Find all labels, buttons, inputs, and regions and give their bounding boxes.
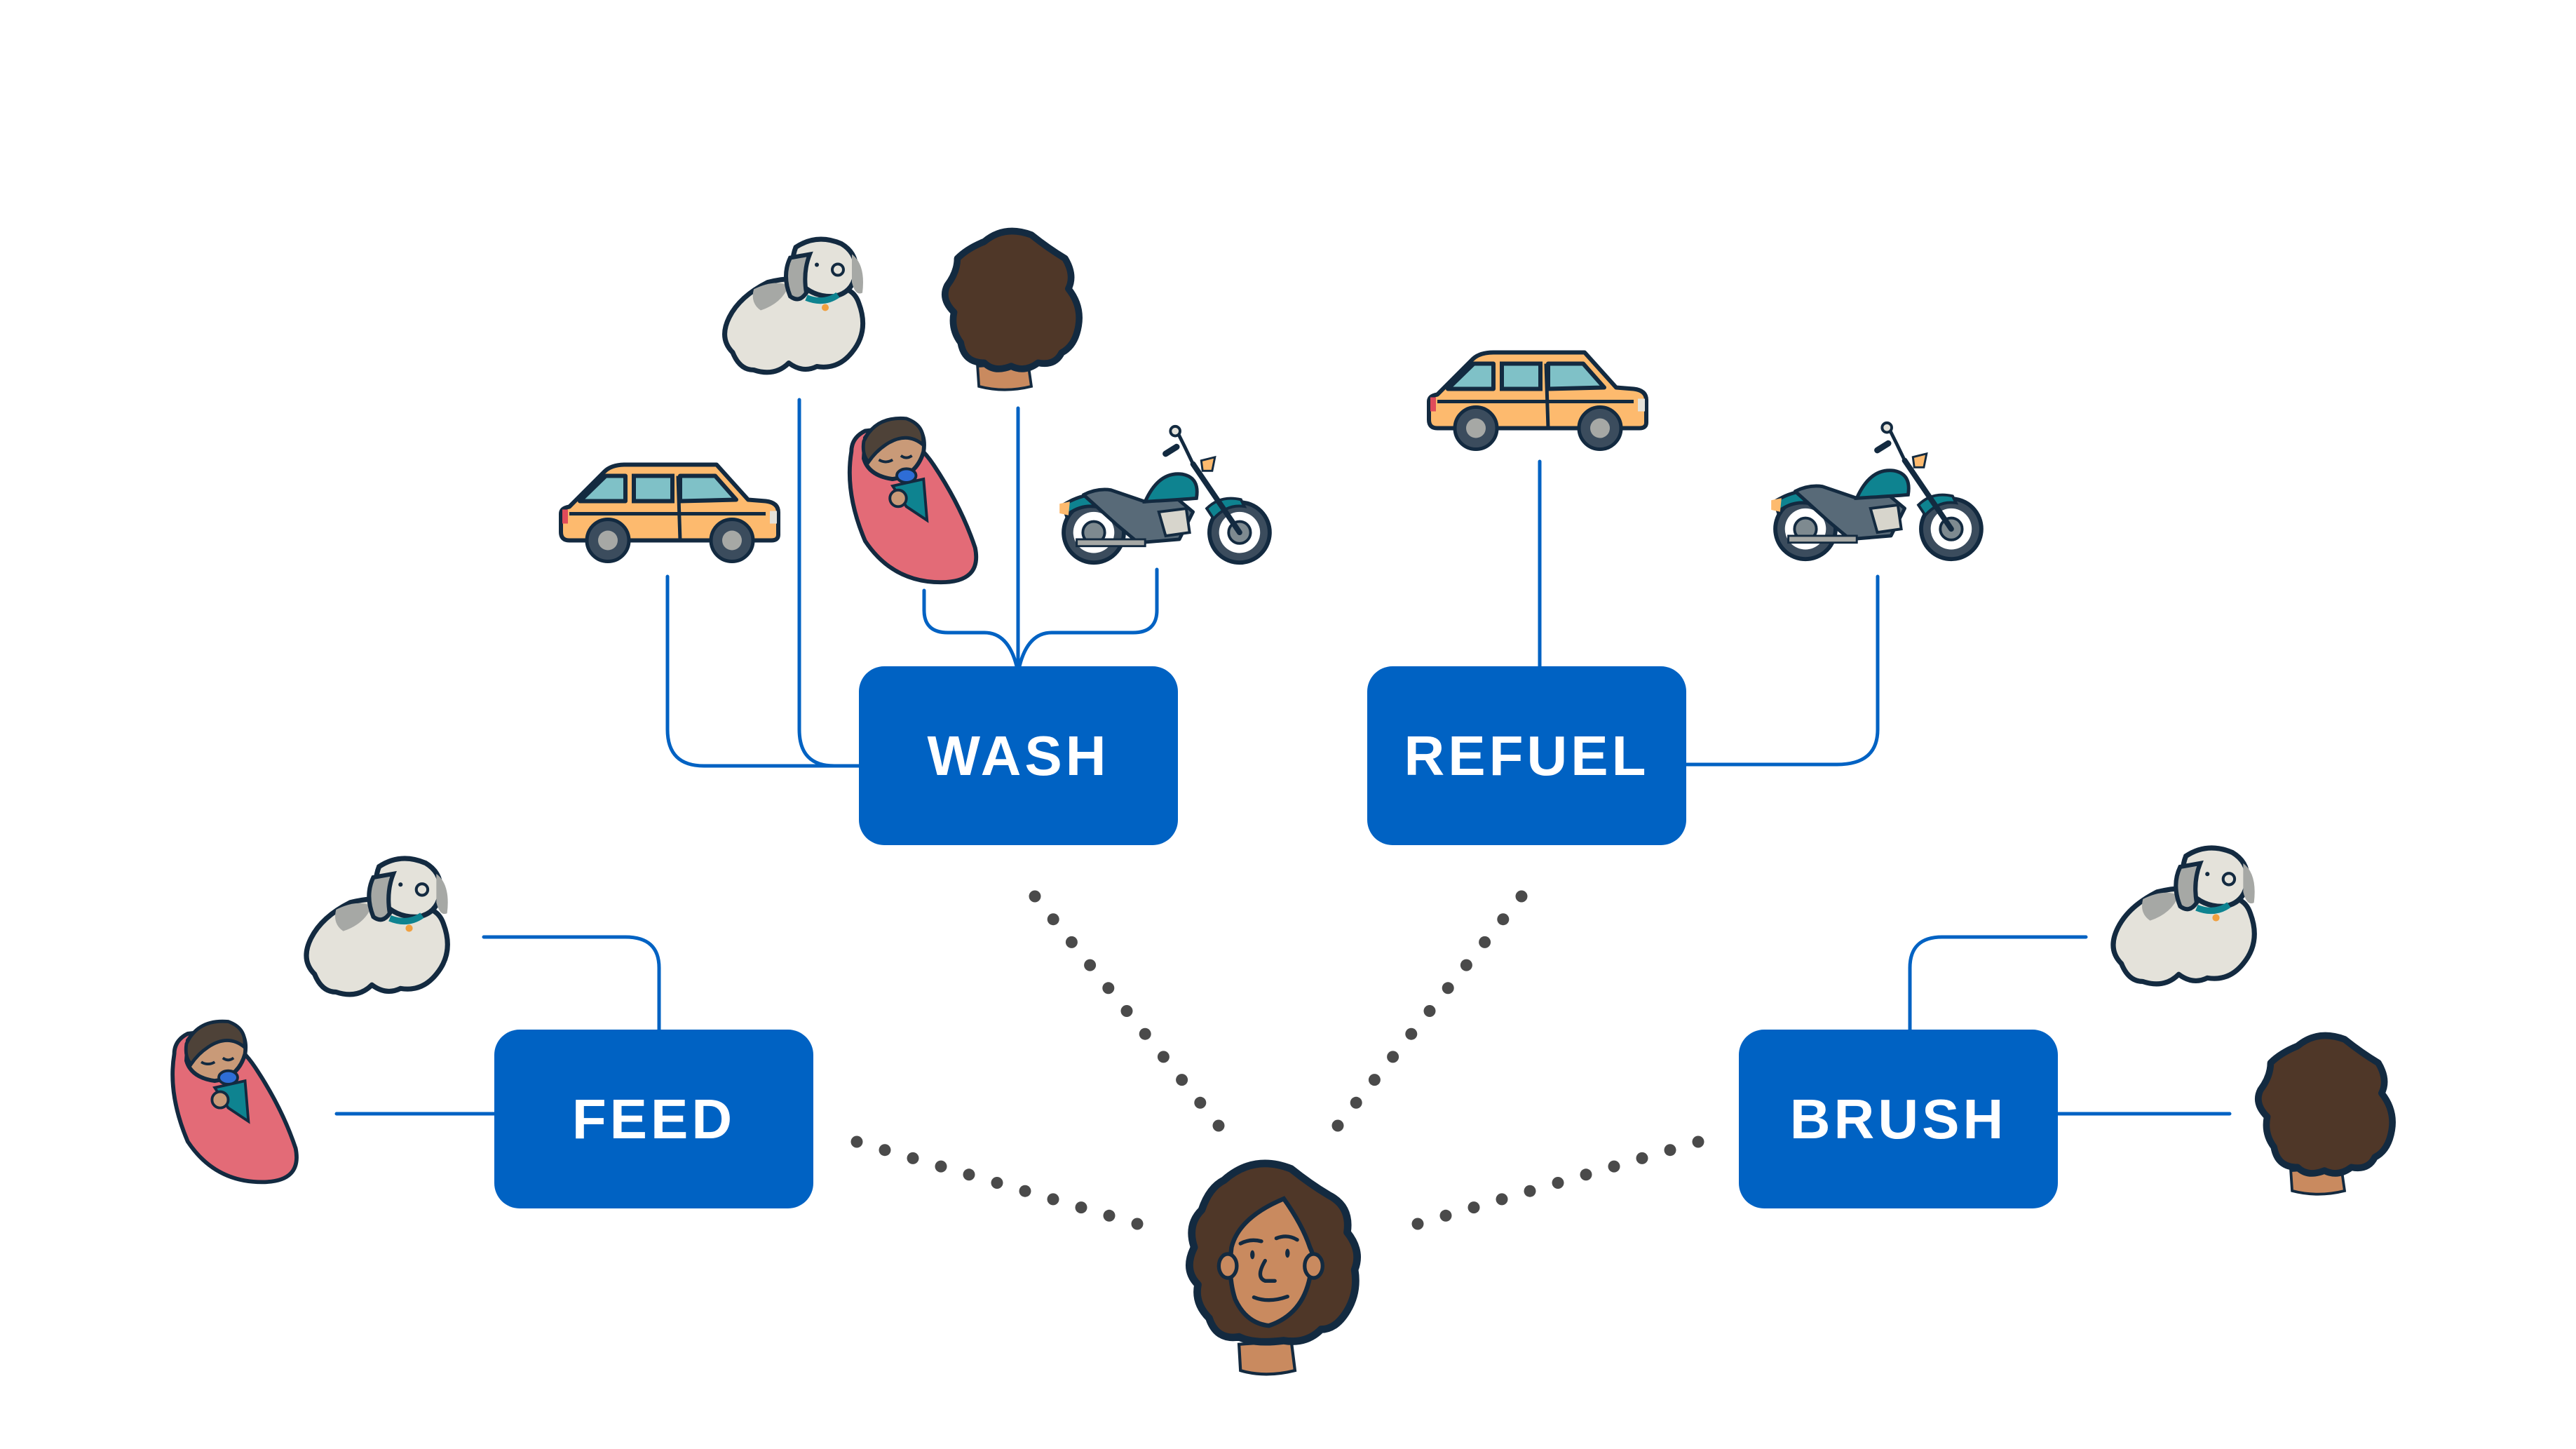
relation-dot-feed — [1103, 1209, 1116, 1222]
relation-dot-wash — [1212, 1119, 1225, 1132]
connector-wash-dog — [797, 398, 861, 768]
relation-dot-refuel — [1405, 1027, 1418, 1040]
connector-refuel-motorcycle — [1684, 574, 1880, 767]
relation-dot-brush — [1552, 1177, 1564, 1189]
relation-dot-wash — [1157, 1051, 1170, 1063]
dog-icon — [712, 228, 873, 386]
task-refuel-box[interactable]: REFUEL — [1367, 666, 1686, 845]
relation-dot-wash — [1194, 1096, 1207, 1109]
relation-dot-brush — [1636, 1152, 1648, 1164]
relation-dot-brush — [1608, 1160, 1620, 1173]
car-icon — [1423, 344, 1651, 456]
relation-dot-feed — [879, 1144, 891, 1157]
relation-dot-refuel — [1515, 890, 1528, 903]
task-brush-box[interactable]: BRUSH — [1739, 1030, 2058, 1208]
relation-dot-refuel — [1479, 936, 1491, 948]
relation-dot-wash — [1102, 982, 1115, 995]
relation-dot-refuel — [1423, 1005, 1436, 1017]
relation-dot-feed — [963, 1168, 975, 1181]
car-icon — [555, 456, 783, 568]
dotted-relations — [850, 890, 1704, 1230]
relation-dot-brush — [1580, 1168, 1592, 1181]
task-wash-box[interactable]: WASH — [859, 666, 1178, 845]
person-face-icon — [1167, 1150, 1378, 1382]
task-feed-box[interactable]: FEED — [494, 1030, 813, 1208]
relation-dot-feed — [991, 1177, 1003, 1189]
person-hair-icon — [930, 220, 1099, 398]
connector-brush-dog — [1908, 935, 2088, 1032]
relation-dot-brush — [1692, 1135, 1704, 1148]
relation-dot-wash — [1176, 1074, 1188, 1086]
relation-dot-feed — [850, 1135, 863, 1148]
relation-dot-wash — [1065, 936, 1078, 948]
dog-icon — [293, 849, 458, 1006]
relation-dot-feed — [1131, 1218, 1144, 1230]
task-brush-label: BRUSH — [1789, 1087, 2007, 1150]
relation-dot-brush — [1411, 1218, 1424, 1230]
relation-dot-refuel — [1387, 1051, 1399, 1063]
relation-dot-feed — [1075, 1201, 1087, 1214]
relation-dot-refuel — [1460, 959, 1472, 971]
relation-dot-wash — [1084, 959, 1097, 971]
relation-dot-wash — [1139, 1027, 1151, 1040]
relation-dot-feed — [1047, 1193, 1059, 1206]
motorcycle-icon — [1763, 419, 1991, 563]
relation-dot-feed — [1019, 1185, 1031, 1197]
person-hair-icon — [2244, 1024, 2412, 1203]
relation-dot-refuel — [1368, 1074, 1381, 1086]
relation-dot-brush — [1467, 1201, 1480, 1214]
connector-wash-baby — [922, 588, 1019, 668]
dog-icon — [2100, 838, 2265, 996]
relation-dot-refuel — [1350, 1096, 1362, 1109]
connector-wash-motorcycle — [1017, 567, 1159, 668]
relation-dot-brush — [1496, 1193, 1508, 1206]
task-refuel-label: REFUEL — [1404, 724, 1650, 787]
relation-dot-refuel — [1331, 1119, 1344, 1132]
baby-icon — [154, 1013, 319, 1189]
relation-dot-refuel — [1497, 913, 1510, 926]
motorcycle-icon — [1052, 423, 1280, 567]
relation-dot-brush — [1524, 1185, 1536, 1197]
baby-icon — [831, 410, 999, 589]
task-feed-label: FEED — [571, 1087, 736, 1150]
relation-dot-feed — [935, 1160, 947, 1173]
relation-dot-brush — [1439, 1209, 1452, 1222]
relation-dot-refuel — [1442, 982, 1454, 995]
connector-feed-dog — [482, 935, 661, 1032]
relation-dot-wash — [1047, 913, 1059, 926]
relation-dot-brush — [1664, 1144, 1676, 1157]
task-wash-label: WASH — [927, 724, 1110, 787]
relation-dot-wash — [1029, 890, 1041, 903]
connector-wash-car — [665, 574, 861, 768]
relation-dot-wash — [1120, 1005, 1133, 1017]
relation-dot-feed — [907, 1152, 919, 1164]
